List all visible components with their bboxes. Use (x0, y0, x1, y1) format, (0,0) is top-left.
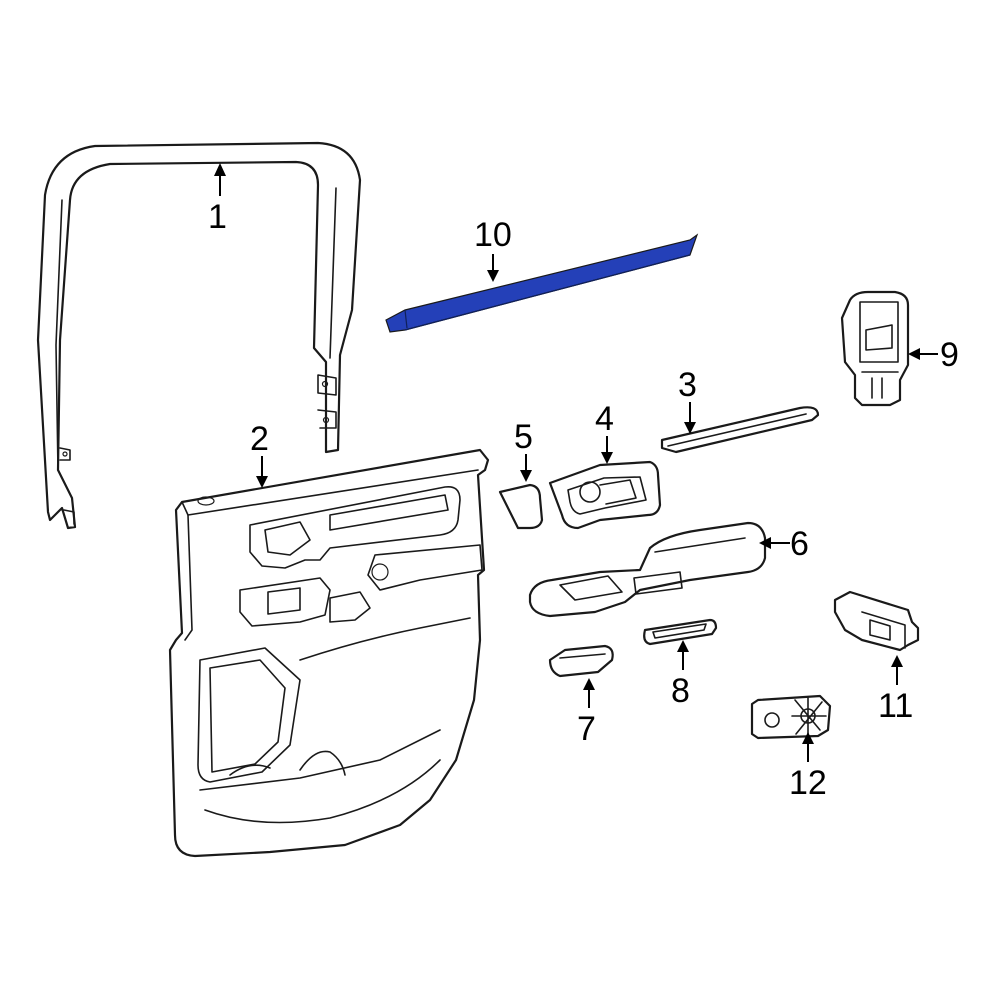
callout-10: 10 (474, 216, 512, 282)
callout-9: 9 (908, 336, 959, 374)
part-1-weatherstrip[interactable] (36, 141, 362, 530)
callout-5-label: 5 (514, 418, 533, 456)
callout-4: 4 (595, 400, 614, 464)
callout-10-label: 10 (474, 216, 512, 254)
callout-7: 7 (577, 678, 596, 748)
part-7-pull-cup[interactable] (548, 644, 614, 678)
part-6-armrest[interactable] (528, 521, 767, 618)
callout-11: 11 (878, 655, 913, 725)
callout-12: 12 (789, 732, 827, 802)
callout-2-label: 2 (250, 420, 269, 458)
callout-9-label: 9 (940, 336, 959, 374)
callout-6-label: 6 (790, 525, 809, 563)
part-10-belt-molding[interactable] (385, 233, 699, 333)
callout-11-label: 11 (878, 687, 913, 725)
callout-4-label: 4 (595, 400, 614, 438)
callout-8-label: 8 (671, 672, 690, 710)
callout-7-label: 7 (577, 710, 596, 748)
part-12-bracket[interactable] (750, 694, 832, 740)
callout-5: 5 (514, 418, 533, 482)
callout-6: 6 (759, 525, 809, 563)
part-9-window-switch[interactable] (840, 290, 910, 407)
callout-3: 3 (678, 366, 697, 434)
part-11-module[interactable] (833, 590, 920, 652)
callout-3-label: 3 (678, 366, 697, 404)
callout-8: 8 (671, 640, 690, 710)
part-2-door-trim-panel[interactable] (168, 448, 490, 858)
callout-1-label: 1 (208, 198, 227, 236)
part-5-cap[interactable] (498, 483, 544, 530)
part-8-bezel[interactable] (643, 618, 718, 646)
callout-1: 1 (208, 163, 227, 236)
part-3-trim-strip[interactable] (660, 406, 820, 454)
part-4-handle-bezel[interactable] (548, 460, 662, 530)
callout-2: 2 (250, 420, 269, 488)
callout-12-label: 12 (789, 764, 827, 802)
